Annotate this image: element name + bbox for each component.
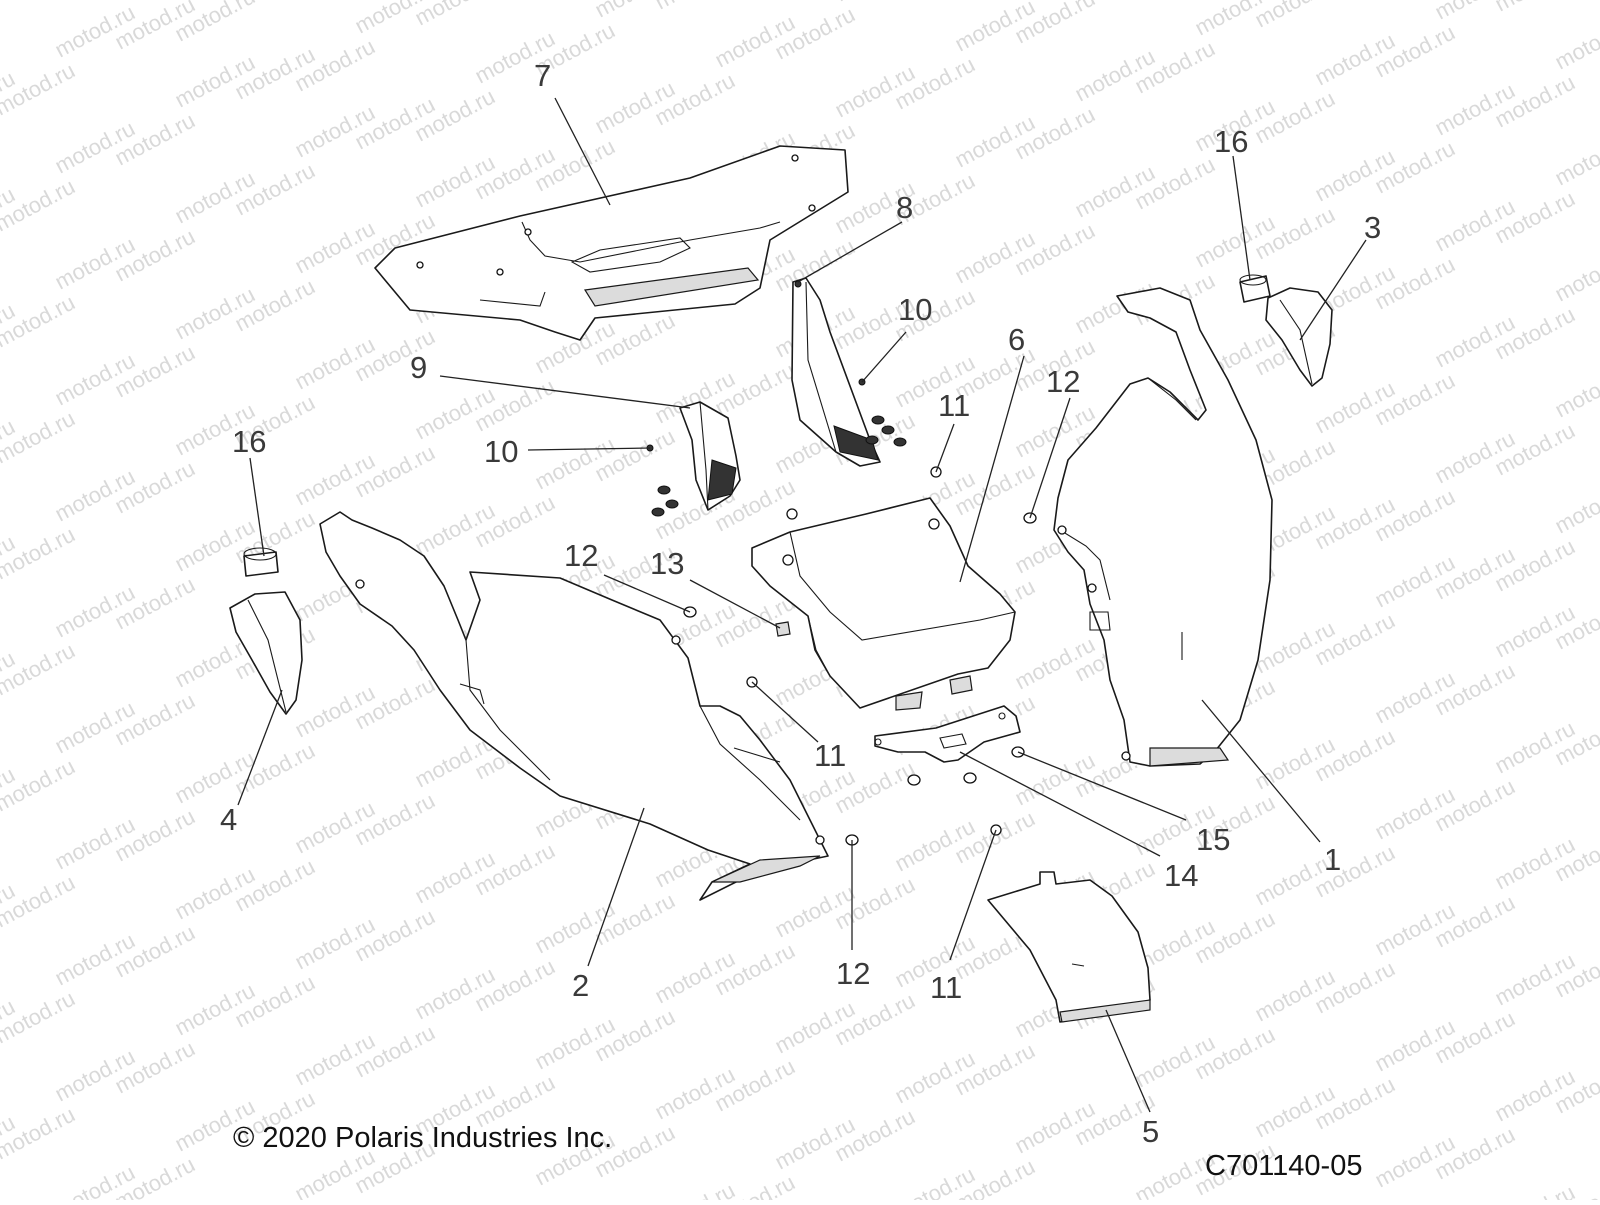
callout-7: 7: [534, 58, 551, 93]
callout-8: 8: [896, 190, 913, 225]
callout-12: 12: [564, 538, 598, 573]
callout-1: 1: [1324, 842, 1341, 877]
callout-labels: 7 8 10 9 10 16 3 6 12 11 16 12 13 11 4 1…: [220, 58, 1381, 1149]
part-1-right-side-panel[interactable]: [1053, 287, 1273, 767]
watermark-text: motod.ru: [1551, 128, 1600, 191]
callout-13: 13: [650, 546, 684, 581]
callout-2: 2: [572, 968, 589, 1003]
part-15-nuts[interactable]: [907, 746, 1025, 786]
callout-10: 10: [898, 292, 932, 327]
callout-5: 5: [1142, 1114, 1159, 1149]
part-3-right-cap[interactable]: [1265, 287, 1333, 387]
watermark-text: motod.ru: [1551, 12, 1600, 75]
callout-16: 16: [232, 424, 266, 459]
part-9-vent-bracket[interactable]: [679, 401, 741, 511]
callout-11: 11: [930, 970, 962, 1005]
watermark-text: motod.ru: [651, 1178, 739, 1200]
diagram-code: C701140-05: [1205, 1150, 1363, 1182]
part-13-clip[interactable]: [775, 621, 791, 637]
hardware-clips: [646, 378, 907, 517]
copyright-notice: © 2020 Polaris Industries Inc.: [233, 1122, 613, 1154]
watermark-text: motod.ru: [1551, 244, 1600, 307]
callout-16: 16: [1214, 124, 1248, 159]
callout-3: 3: [1364, 210, 1381, 245]
callout-12: 12: [1046, 364, 1080, 399]
callout-11: 11: [938, 388, 970, 423]
part-4-left-cap[interactable]: [229, 591, 303, 715]
callout-9: 9: [410, 350, 427, 385]
part-8-vent-bracket[interactable]: [791, 277, 881, 467]
watermark-text: motod.ru: [1491, 1180, 1579, 1200]
callout-12: 12: [836, 956, 870, 991]
callout-6: 6: [1008, 322, 1025, 357]
callout-15: 15: [1196, 822, 1230, 857]
callout-10: 10: [484, 434, 518, 469]
part-6-center-panel[interactable]: [751, 497, 1016, 711]
callout-14: 14: [1164, 858, 1198, 893]
watermark-text: motod.ru: [0, 0, 79, 4]
watermark-text: motod.ru: [1551, 476, 1600, 539]
leader-lines: [237, 97, 1367, 1113]
watermark-text: motod.ru: [1491, 0, 1579, 16]
part-14-bracket[interactable]: [874, 705, 1021, 763]
part-16-left-sleeve[interactable]: [243, 547, 279, 577]
part-7-top-panel[interactable]: [374, 145, 849, 341]
part-16-right-sleeve[interactable]: [1239, 274, 1271, 303]
watermark-text: motod.ru: [1551, 360, 1600, 423]
part-2-left-side-panel[interactable]: [319, 511, 829, 901]
part-5-lower-panel[interactable]: [987, 871, 1151, 1023]
callout-4: 4: [220, 802, 237, 837]
watermark-text: motod.ru: [651, 0, 739, 14]
callout-11: 11: [814, 738, 846, 773]
